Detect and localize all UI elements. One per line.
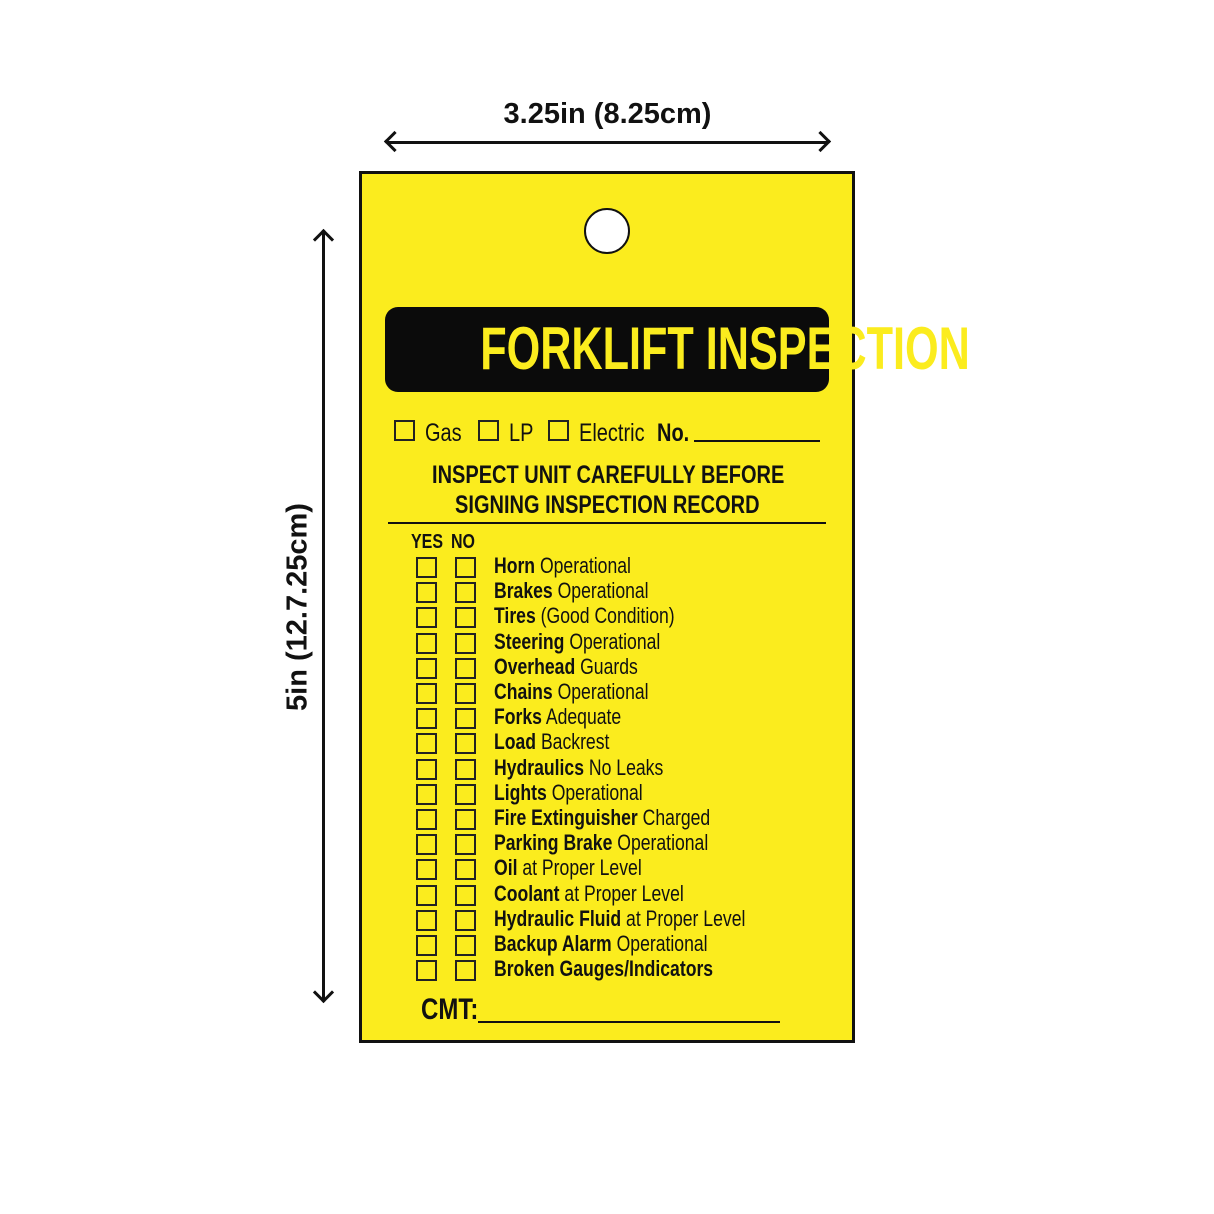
yes-checkbox[interactable] bbox=[416, 683, 437, 704]
no-checkbox[interactable] bbox=[455, 708, 476, 730]
height-dimension-label: 5in (12.7.25cm) bbox=[281, 503, 314, 711]
no-checkbox[interactable] bbox=[455, 733, 476, 755]
yes-checkbox[interactable] bbox=[416, 809, 437, 830]
checklist-item-label: Chains Operational bbox=[494, 679, 649, 704]
yes-checkbox[interactable] bbox=[416, 884, 437, 906]
no-checkbox[interactable] bbox=[455, 783, 476, 805]
tag-hole bbox=[584, 208, 630, 254]
height-arrow bbox=[312, 228, 335, 1004]
notice: INSPECT UNIT CAREFULLY BEFORE SIGNING IN… bbox=[388, 460, 826, 520]
width-dimension-label: 3.25in (8.25cm) bbox=[503, 98, 712, 130]
checklist-item-label: Tires (Good Condition) bbox=[494, 603, 675, 629]
yes-checkbox[interactable] bbox=[416, 557, 437, 578]
yes-header: YES bbox=[411, 531, 444, 553]
notice-line-1: INSPECT UNIT CAREFULLY BEFORE bbox=[432, 461, 785, 489]
yes-checkbox[interactable] bbox=[416, 783, 437, 805]
checklist-item-label: Backup Alarm Operational bbox=[494, 931, 708, 956]
yes-checkbox[interactable] bbox=[416, 935, 437, 956]
number-field[interactable] bbox=[694, 440, 820, 442]
no-checkbox[interactable] bbox=[455, 758, 476, 780]
electric-checkbox[interactable] bbox=[548, 420, 569, 441]
lp-label: LP bbox=[509, 419, 534, 447]
yes-checkbox[interactable] bbox=[416, 960, 437, 982]
no-checkbox[interactable] bbox=[455, 909, 476, 931]
no-checkbox[interactable] bbox=[455, 582, 476, 604]
yes-checkbox[interactable] bbox=[416, 607, 437, 629]
comment-label: CMT: bbox=[421, 993, 479, 1026]
gas-checkbox[interactable] bbox=[394, 420, 415, 441]
no-checkbox[interactable] bbox=[455, 884, 476, 906]
tag-title-text: FORKLIFT INSPECTION bbox=[480, 315, 970, 382]
no-checkbox[interactable] bbox=[455, 557, 476, 578]
yes-checkbox[interactable] bbox=[416, 909, 437, 931]
gas-label: Gas bbox=[425, 419, 462, 447]
comment-field[interactable] bbox=[478, 1021, 780, 1023]
checklist-item-label: Fire Extinguisher Charged bbox=[494, 805, 711, 830]
checklist-item-label: Overhead Guards bbox=[494, 653, 638, 679]
checklist-item-label: Oil at Proper Level bbox=[494, 855, 642, 881]
no-checkbox[interactable] bbox=[455, 632, 476, 654]
yes-checkbox[interactable] bbox=[416, 632, 437, 654]
no-checkbox[interactable] bbox=[455, 859, 476, 881]
checklist-item-label: Broken Gauges/Indicators bbox=[494, 956, 714, 982]
no-checkbox[interactable] bbox=[455, 657, 476, 679]
checklist-item-label: Horn Operational bbox=[494, 553, 631, 578]
no-checkbox[interactable] bbox=[455, 809, 476, 830]
yes-checkbox[interactable] bbox=[416, 582, 437, 604]
yes-checkbox[interactable] bbox=[416, 859, 437, 881]
notice-line-2: SIGNING INSPECTION RECORD bbox=[454, 491, 760, 519]
yes-checkbox[interactable] bbox=[416, 733, 437, 755]
checklist-item-label: Forks Adequate bbox=[494, 704, 622, 730]
no-checkbox[interactable] bbox=[455, 935, 476, 956]
title-banner bbox=[385, 307, 829, 392]
no-checkbox[interactable] bbox=[455, 683, 476, 704]
no-checkbox[interactable] bbox=[455, 607, 476, 629]
tag-title: FORKLIFT INSPECTION bbox=[385, 314, 970, 384]
lp-checkbox[interactable] bbox=[478, 420, 499, 441]
divider bbox=[388, 522, 826, 524]
no-header: NO bbox=[451, 531, 475, 553]
checklist-item-label: Brakes Operational bbox=[494, 578, 649, 604]
checklist-item-label: Lights Operational bbox=[494, 779, 643, 805]
no-checkbox[interactable] bbox=[455, 960, 476, 982]
yes-checkbox[interactable] bbox=[416, 657, 437, 679]
checklist-item-label: Steering Operational bbox=[494, 628, 661, 654]
checklist-item-label: Hydraulic Fluid at Proper Level bbox=[494, 905, 746, 931]
yes-checkbox[interactable] bbox=[416, 834, 437, 856]
checklist-item-label: Load Backrest bbox=[494, 729, 610, 755]
checklist-item-label: Hydraulics No Leaks bbox=[494, 754, 664, 780]
checklist-item-label: Parking Brake Operational bbox=[494, 830, 709, 856]
yes-checkbox[interactable] bbox=[416, 708, 437, 730]
number-label: No. bbox=[657, 419, 690, 447]
yes-checkbox[interactable] bbox=[416, 758, 437, 780]
electric-label: Electric bbox=[579, 419, 645, 447]
checklist-item-label: Coolant at Proper Level bbox=[494, 880, 684, 906]
width-arrow bbox=[383, 130, 832, 153]
no-checkbox[interactable] bbox=[455, 834, 476, 856]
